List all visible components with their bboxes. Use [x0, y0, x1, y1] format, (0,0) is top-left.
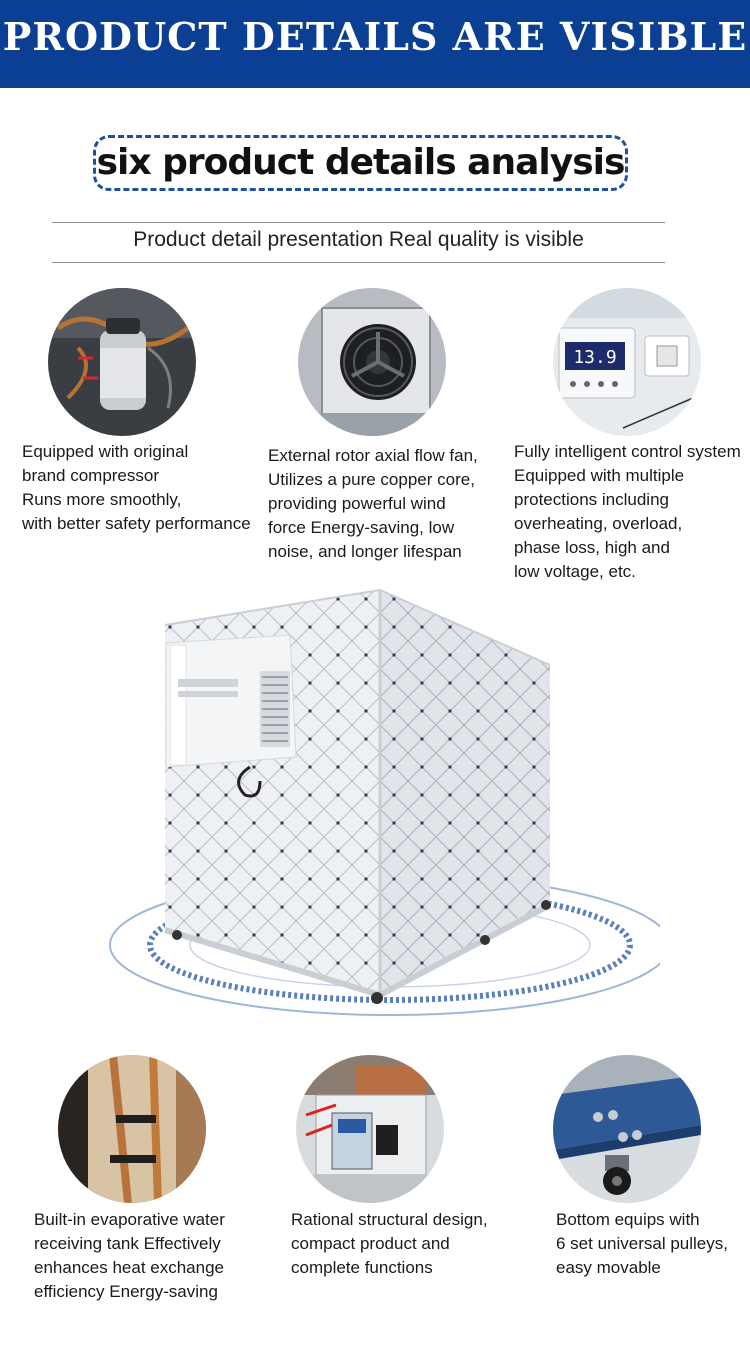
- caption-line: External rotor axial flow fan,: [268, 446, 478, 465]
- caption-line: Rational structural design,: [291, 1210, 488, 1229]
- caption-pulley: Bottom equips with 6 set universal pulle…: [556, 1208, 728, 1280]
- caption-line: low voltage, etc.: [514, 562, 636, 581]
- caption-structure: Rational structural design, compact prod…: [291, 1208, 488, 1280]
- pulley-photo: [553, 1055, 701, 1203]
- caption-line: easy movable: [556, 1258, 661, 1277]
- structure-photo: [296, 1055, 444, 1203]
- caption-line: force Energy-saving, low: [268, 518, 455, 537]
- caption-line: protections including: [514, 490, 669, 509]
- caption-line: Built-in evaporative water: [34, 1210, 225, 1229]
- divider-bottom: [52, 262, 665, 263]
- caption-control: Fully intelligent control system Equippe…: [514, 440, 741, 584]
- caption-line: Utilizes a pure copper core,: [268, 470, 475, 489]
- section-subtitle: Product detail presentation Real quality…: [133, 228, 584, 251]
- caption-line: with better safety performance: [22, 514, 251, 533]
- pulley-icon: [553, 1055, 701, 1203]
- caption-line: enhances heat exchange: [34, 1258, 224, 1277]
- caption-compressor: Equipped with original brand compressor …: [22, 440, 251, 536]
- axial-fan-icon: [298, 288, 446, 436]
- caption-line: brand compressor: [22, 466, 160, 485]
- caption-line: complete functions: [291, 1258, 433, 1277]
- caption-line: compact product and: [291, 1234, 450, 1253]
- caption-line: Bottom equips with: [556, 1210, 700, 1229]
- section-title: six product details analysis: [96, 142, 626, 183]
- caption-water-tank: Built-in evaporative water receiving tan…: [34, 1208, 225, 1304]
- caption-fan: External rotor axial flow fan, Utilizes …: [268, 444, 478, 564]
- product-image: [100, 585, 671, 1035]
- control-display-readout: 13.9: [573, 347, 616, 368]
- fan-photo: [298, 288, 446, 436]
- compressor-icon: [48, 288, 196, 436]
- caption-line: noise, and longer lifespan: [268, 542, 462, 561]
- page-title: PRODUCT DETAILS ARE VISIBLE: [2, 14, 748, 59]
- caption-line: receiving tank Effectively: [34, 1234, 221, 1253]
- caption-line: overheating, overload,: [514, 514, 683, 533]
- caption-line: Equipped with multiple: [514, 466, 685, 485]
- cold-room-illustration: [109, 588, 671, 1016]
- control-photo: 13.9: [553, 288, 701, 436]
- compressor-photo: [48, 288, 196, 436]
- control-panel-icon: 13.9: [553, 288, 701, 436]
- header-banner: PRODUCT DETAILS ARE VISIBLE: [0, 0, 750, 88]
- caption-line: Runs more smoothly,: [22, 490, 182, 509]
- caption-line: providing powerful wind: [268, 494, 446, 513]
- caption-line: 6 set universal pulleys,: [556, 1234, 728, 1253]
- caption-line: phase loss, high and: [514, 538, 670, 557]
- caption-line: Fully intelligent control system: [514, 442, 741, 461]
- section-title-box: six product details analysis: [93, 135, 628, 191]
- water-tank-icon: [58, 1055, 206, 1203]
- caption-line: efficiency Energy-saving: [34, 1282, 218, 1301]
- structure-icon: [296, 1055, 444, 1203]
- divider-top: [52, 222, 665, 223]
- water-tank-photo: [58, 1055, 206, 1203]
- caption-line: Equipped with original: [22, 442, 189, 461]
